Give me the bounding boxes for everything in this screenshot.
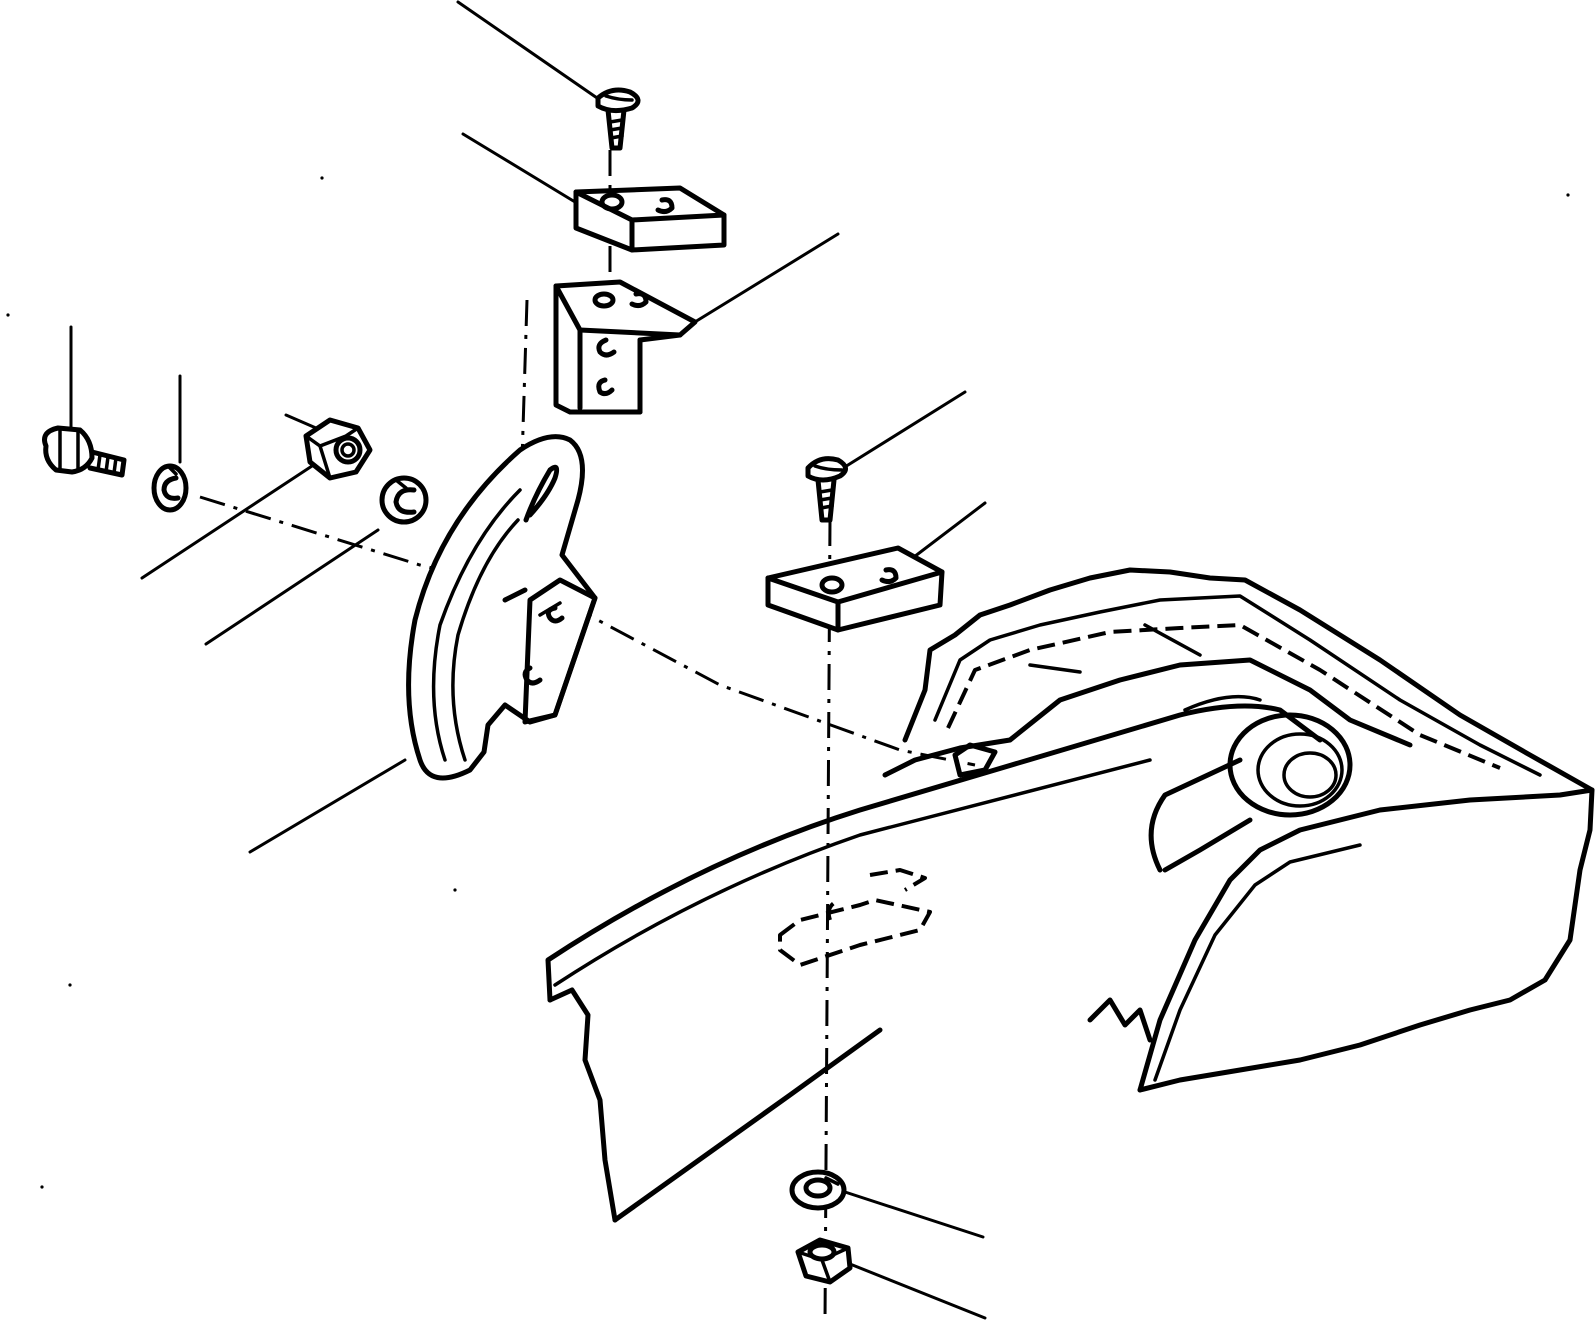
- leader-right-block: [908, 501, 987, 562]
- top-block: [573, 185, 727, 253]
- leader-nut-left: [140, 464, 314, 580]
- leader-angle-bracket: [688, 232, 840, 327]
- leader-nut-bottom: [843, 1260, 987, 1320]
- leader-short-left: [284, 413, 318, 430]
- leader-top-block: [461, 132, 582, 207]
- nut-bottom: [795, 1237, 853, 1285]
- frame-casting: [545, 567, 1595, 1223]
- right-block: [765, 545, 945, 633]
- lock-washer-left: [151, 463, 189, 513]
- bolt: [42, 425, 127, 478]
- leader-guide: [248, 758, 407, 854]
- curved-guide: [406, 434, 598, 781]
- top-screw-thread: [608, 118, 624, 124]
- nut-left: [303, 417, 373, 481]
- top-screw: [595, 87, 641, 151]
- leader-lines: [69, 0, 987, 1320]
- angle-bracket: [553, 279, 698, 415]
- leader-lock-washer-center: [204, 528, 380, 646]
- leader-lock-washer-bottom: [843, 1190, 985, 1239]
- scan-specks: [6, 176, 1570, 1189]
- leader-top-screw: [456, 0, 602, 102]
- lock-washer-bottom: [789, 1169, 847, 1211]
- centerline-horizontal: [199, 495, 976, 767]
- leader-right-screw: [838, 390, 967, 472]
- centerline-vertical-right: [823, 519, 832, 1322]
- right-screw: [805, 456, 848, 523]
- lock-washer-center: [379, 475, 429, 525]
